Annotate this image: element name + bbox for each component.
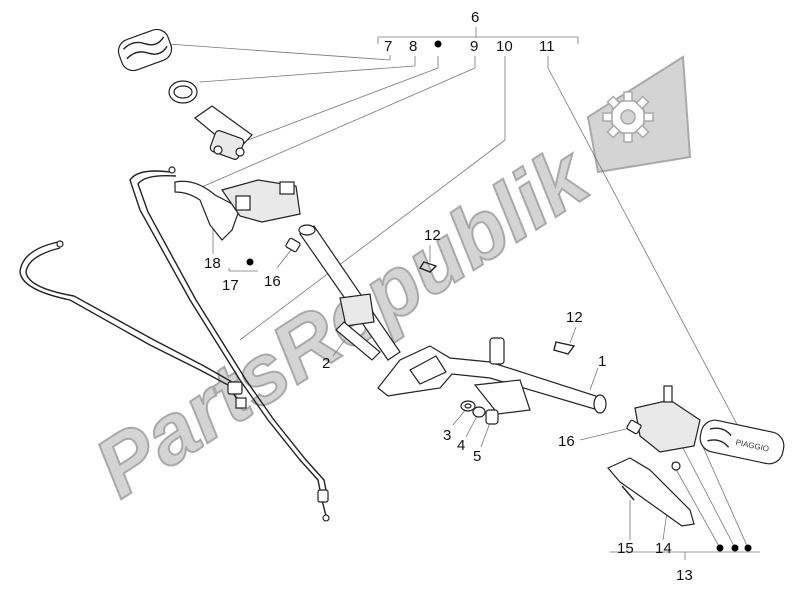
- grip-ring: [168, 80, 198, 104]
- brake-switch-right: [626, 419, 642, 435]
- leader-lines: [167, 27, 760, 560]
- callout-13: 13: [676, 567, 693, 584]
- left-brake-lever: [174, 179, 301, 241]
- clip-12-lower: [553, 341, 576, 355]
- gear-icon: [586, 55, 692, 174]
- callout-18: 18: [204, 255, 221, 272]
- right-brake-lever: [607, 457, 695, 527]
- watermark-text: PartsRepublik: [79, 126, 607, 515]
- callout-5: 5: [473, 448, 481, 465]
- callout-7: 7: [384, 38, 392, 55]
- callout-1: 1: [598, 353, 606, 370]
- callout-3: 3: [443, 427, 451, 444]
- brake-cable: [129, 166, 330, 522]
- right-grip: PIAGGIO: [699, 419, 785, 465]
- callout-numbers: 6 7 8 9 10 11 18 17 16 12 12 2 1 3 4 5 1…: [204, 9, 693, 584]
- callout-9: 9: [470, 38, 478, 55]
- throttle-tube: [194, 105, 253, 160]
- callout-10: 10: [496, 38, 513, 55]
- bullet-markers: [246, 40, 752, 552]
- washer-4: [472, 406, 486, 418]
- callout-6: 6: [471, 9, 479, 26]
- callout-4: 4: [457, 437, 465, 454]
- clip-12-upper: [418, 261, 438, 273]
- callout-12-upper: 12: [424, 227, 441, 244]
- callout-8: 8: [409, 38, 417, 55]
- callout-2: 2: [322, 355, 330, 372]
- callout-14: 14: [655, 540, 672, 557]
- watermark: PartsRepublik: [78, 55, 692, 516]
- callout-11: 11: [539, 38, 555, 55]
- callout-17: 17: [222, 277, 239, 294]
- handlebar-tube: [298, 224, 401, 361]
- callout-16-right: 16: [558, 433, 575, 450]
- brake-switch-left: [285, 237, 301, 253]
- handlebar-frame: [377, 337, 607, 415]
- washer-3: [460, 400, 476, 412]
- callout-12-lower: 12: [566, 309, 583, 326]
- right-master-cylinder: [634, 385, 701, 471]
- callout-15: 15: [617, 540, 634, 557]
- bolt: [335, 321, 381, 361]
- bushing-5: [485, 409, 499, 425]
- left-grip: [117, 28, 173, 72]
- callout-16-left: 16: [264, 273, 281, 290]
- throttle-cable: [19, 240, 247, 409]
